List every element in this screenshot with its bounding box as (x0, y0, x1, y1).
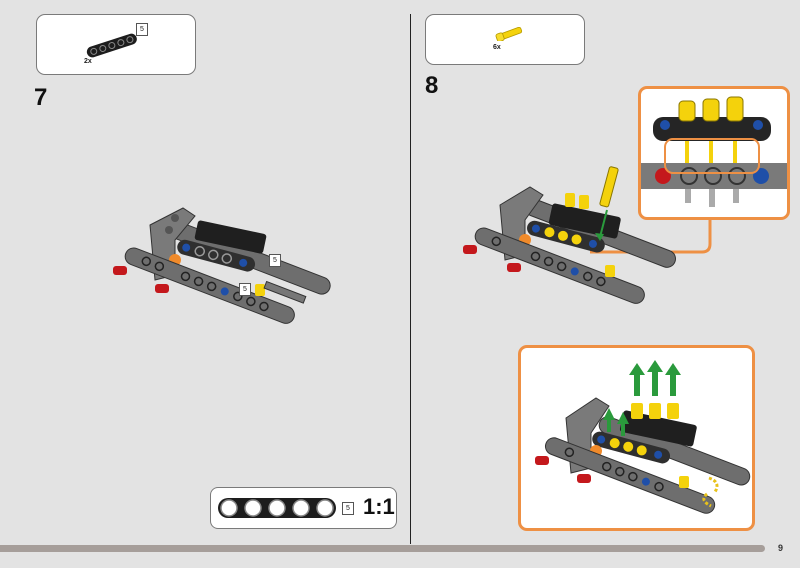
step7-parts-box: 5 2x (36, 14, 196, 75)
pin-insertion-detail-illustration (641, 96, 787, 207)
part-quantity: 6x (493, 44, 501, 51)
footer-progress-bar (0, 545, 765, 552)
model-length-badge: 5 (239, 283, 251, 296)
part-length-badge: 5 (136, 23, 148, 36)
model-length-badge: 5 (269, 254, 281, 267)
step8-parts-box: 6x (425, 14, 585, 65)
page-divider (410, 14, 412, 544)
step-number: 8 (425, 72, 439, 99)
scale-reference-box: 5 1:1 (210, 487, 397, 529)
repeat-callout (518, 345, 755, 531)
step7-model-illustration (113, 207, 331, 324)
part-quantity: 2x (84, 58, 92, 65)
callout-connector (590, 218, 712, 254)
beam-scale-icon (218, 498, 336, 518)
page-number: 9 (778, 543, 784, 553)
scale-length-badge: 5 (342, 502, 354, 515)
step-number: 7 (34, 84, 48, 111)
repeat-insertion-illustration (535, 360, 751, 514)
step8-model-illustration (463, 166, 676, 304)
detail-callout (638, 86, 790, 220)
yellow-axle-pin-icon (495, 27, 523, 41)
scale-ratio: 1:1 (363, 494, 395, 519)
black-beam-5-icon (86, 33, 137, 58)
